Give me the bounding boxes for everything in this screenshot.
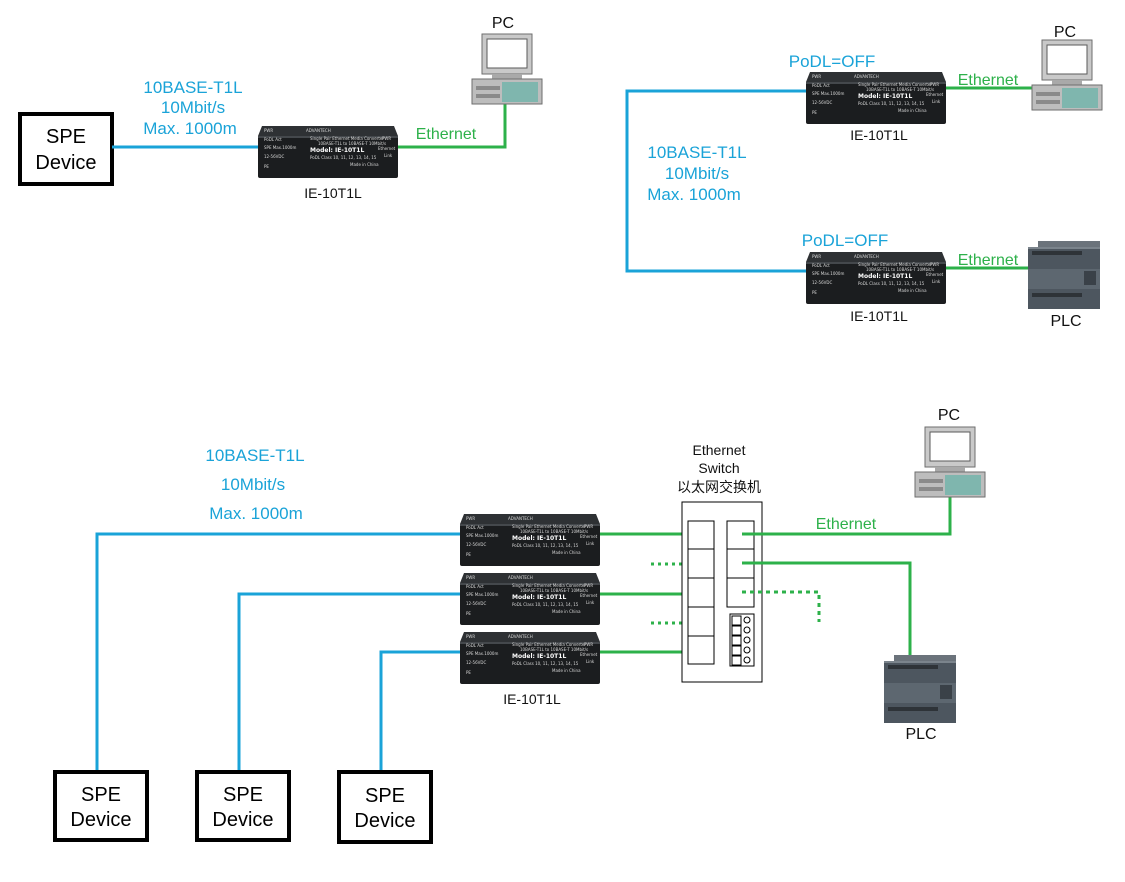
media-converter-top (806, 72, 946, 124)
link-spec-line3: Max. 1000m (647, 185, 741, 204)
spe-device-box-2 (195, 770, 291, 842)
ethernet-bottom-label: Ethernet (958, 252, 1019, 269)
podl-top-label: PoDL=OFF (789, 52, 875, 71)
converter-label: IE-10T1L (503, 691, 561, 707)
ethernet-link-pc (742, 497, 952, 536)
link-spec-line3: Max. 1000m (209, 504, 303, 523)
spe-link-line-2 (237, 592, 462, 772)
spe-device-box-1 (53, 770, 149, 842)
spe-device-label-line2: Device (35, 152, 96, 174)
converter-top-label: IE-10T1L (850, 127, 908, 143)
podl-bottom-label: PoDL=OFF (802, 231, 888, 250)
spe-device-box (18, 112, 114, 186)
switch-label-line3: 以太网交换机 (677, 479, 761, 495)
switch-label-line2: Switch (698, 460, 739, 476)
ethernet-link-line (398, 104, 507, 149)
spe-device-box-3 (337, 770, 433, 844)
spe-link-line (625, 89, 809, 273)
pc-label: PC (492, 15, 514, 32)
switch-ports-right (726, 520, 755, 608)
spe-device-3-line1: SPE (365, 785, 405, 807)
converter-label: IE-10T1L (304, 185, 362, 201)
spe-device-2-line2: Device (212, 809, 273, 831)
plc-label: PLC (1050, 313, 1081, 330)
link-spec-line1: 10BASE-T1L (647, 143, 746, 162)
pc-icon (471, 33, 543, 105)
switch-terminal-block (729, 613, 755, 667)
converter-bottom-label: IE-10T1L (850, 308, 908, 324)
spe-device-label-line1: SPE (46, 126, 86, 148)
ethernet-label: Ethernet (816, 516, 877, 533)
link-spec-line2: 10Mbit/s (221, 475, 285, 494)
media-converter-3 (460, 632, 600, 684)
plc-label: PLC (905, 726, 936, 743)
link-spec-line3: Max. 1000m (143, 119, 237, 138)
plc-icon (1028, 241, 1100, 309)
media-converter (258, 126, 398, 178)
diagram-1: SPE Device 10BASE-T1L 10Mbit/s Max. 1000… (18, 15, 543, 201)
ethernet-link-plc (742, 561, 912, 658)
plc-icon (884, 655, 956, 723)
pc-label: PC (938, 407, 960, 424)
link-spec-line2: 10Mbit/s (161, 98, 225, 117)
spe-device-1-line1: SPE (81, 784, 121, 806)
ethernet-label: Ethernet (416, 126, 477, 143)
link-spec-line1: 10BASE-T1L (143, 78, 242, 97)
spe-device-3-line2: Device (354, 810, 415, 832)
spe-device-1-line2: Device (70, 809, 131, 831)
media-converter-2 (460, 573, 600, 625)
ethernet-top-label: Ethernet (958, 72, 1019, 89)
diagram-2: 10BASE-T1L 10Mbit/s Max. 1000m PoDL=OFF … (625, 24, 1103, 330)
pc-label: PC (1054, 24, 1076, 41)
spe-link-line-1 (95, 532, 462, 772)
diagram-3: 10BASE-T1L 10Mbit/s Max. 1000m SPE Devic… (53, 407, 986, 844)
link-spec-line1: 10BASE-T1L (205, 446, 304, 465)
pc-icon (1031, 39, 1103, 111)
media-converter-1 (460, 514, 600, 566)
spe-link-line-3 (379, 650, 462, 772)
pc-icon (914, 426, 986, 498)
spe-device-2-line1: SPE (223, 784, 263, 806)
switch-ports-left (687, 520, 715, 665)
ethernet-link-more (742, 590, 821, 622)
media-converter-bottom (806, 252, 946, 304)
link-spec-line2: 10Mbit/s (665, 164, 729, 183)
switch-label-line1: Ethernet (693, 442, 746, 458)
